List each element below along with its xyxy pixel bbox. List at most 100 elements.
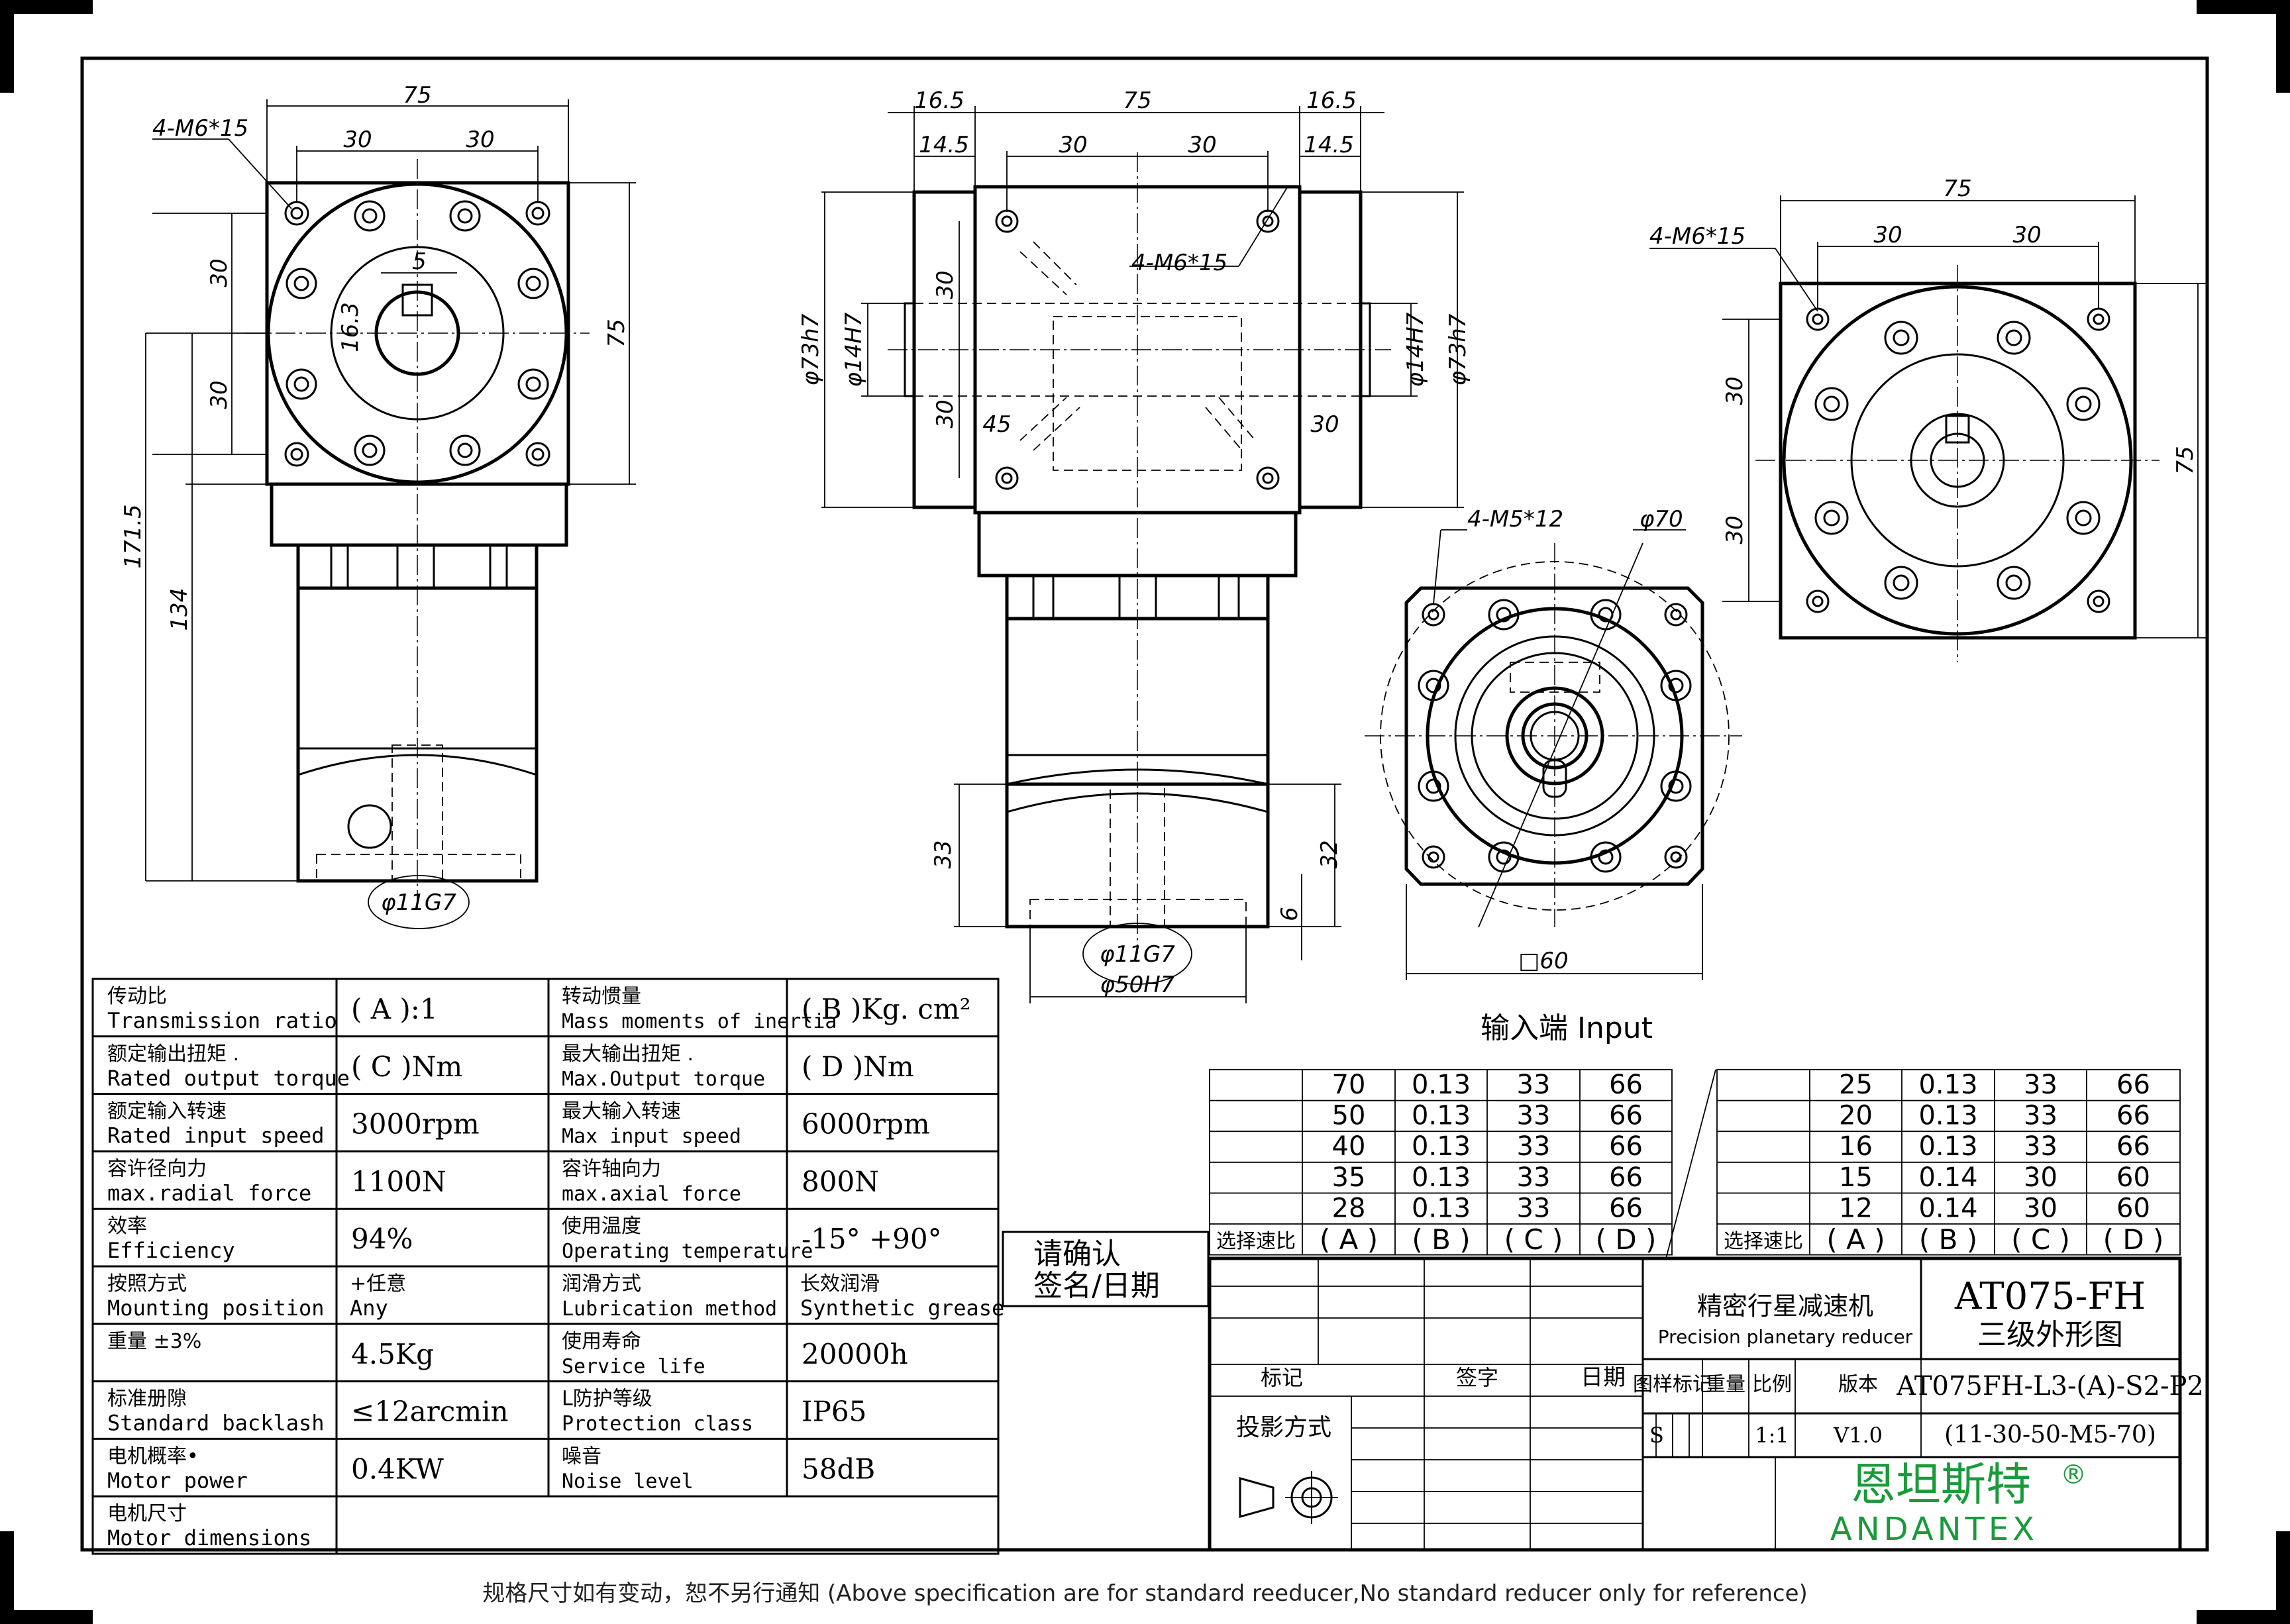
spec-value: IP65 bbox=[802, 1396, 866, 1428]
dim-side-pilot-l: φ73h7 bbox=[798, 313, 824, 385]
spec-label-cn: 额定输入转速 bbox=[107, 1100, 227, 1123]
ratio-left-cell: 33 bbox=[1517, 1070, 1551, 1100]
spec-value: ( C )Nm bbox=[351, 1050, 462, 1083]
ratio-right-cell: 0.14 bbox=[1918, 1162, 1977, 1193]
ratio-left-cell: 66 bbox=[1609, 1131, 1643, 1162]
projection-symbol-icon bbox=[1239, 1471, 1338, 1524]
ratio-left-cell: 33 bbox=[1517, 1131, 1551, 1162]
ratio-right-cell: 20 bbox=[1839, 1101, 1873, 1131]
spec-label-en: Max input speed bbox=[562, 1125, 741, 1148]
spec-label-cn: 最大输出扭矩 . bbox=[562, 1042, 694, 1066]
spec-label-en: Lubrication method bbox=[562, 1297, 777, 1321]
dim-side-half-b: 30 bbox=[1188, 132, 1216, 158]
tb-part-no: AT075FH-L3-(A)-S2-P2 bbox=[1896, 1371, 2204, 1401]
dim-right-bolts: 4-M6*15 bbox=[1649, 223, 1745, 250]
tb-product-cn: 精密行星减速机 bbox=[1697, 1292, 1873, 1321]
right-view: 75 30 30 4-M6*15 30 30 75 bbox=[1649, 176, 2206, 662]
dim-right-side-b: 30 bbox=[1722, 515, 1748, 544]
title-block: 标记 签字 日期 投影方式 精密行星减速机 Precision planetar… bbox=[1208, 1256, 2204, 1552]
spec-label-en: Mounting position bbox=[107, 1295, 325, 1321]
spec-label-cn: L防护等级 bbox=[562, 1388, 652, 1411]
dim-side-bore: φ11G7 bbox=[1100, 941, 1175, 968]
spec-label-cn: 重量 ±3% bbox=[107, 1330, 201, 1353]
spec-value: 3000rpm bbox=[351, 1108, 480, 1141]
dim-side-angle: 45 bbox=[982, 411, 1011, 438]
ratio-right-cell: 60 bbox=[2116, 1162, 2150, 1193]
spec-label-en: Motor power bbox=[107, 1468, 248, 1493]
dim-front-side-a: 30 bbox=[206, 258, 233, 287]
ratio-left-cell: 0.13 bbox=[1412, 1193, 1471, 1223]
dim-side-bolts: 4-M6*15 bbox=[1131, 250, 1227, 276]
spec-value-en: Synthetic grease bbox=[800, 1295, 1004, 1321]
spec-label-cn: 容许轴向力 bbox=[562, 1157, 661, 1180]
ratio-right-select-b: ( B ) bbox=[1919, 1223, 1977, 1256]
ratio-right-cell: 16 bbox=[1839, 1131, 1873, 1162]
ratio-left-cell: 35 bbox=[1332, 1162, 1366, 1193]
tb-h-sample: 图样标记 bbox=[1633, 1373, 1712, 1396]
dim-side-flange-l: 16.5 bbox=[914, 87, 964, 114]
ratio-right-cell: 0.13 bbox=[1918, 1101, 1977, 1131]
ratio-left-select-a: ( A ) bbox=[1320, 1223, 1378, 1256]
dim-input-bolts: 4-M5*12 bbox=[1467, 506, 1563, 533]
ratio-right-cell: 33 bbox=[2024, 1101, 2057, 1131]
spec-label-cn: 额定输出扭矩 . bbox=[107, 1042, 239, 1066]
dim-side-flange-r: 16.5 bbox=[1306, 87, 1357, 114]
dim-front-bolts: 4-M6*15 bbox=[152, 115, 248, 142]
dim-side-half-a: 30 bbox=[1059, 132, 1087, 158]
dim-right-width: 75 bbox=[1943, 176, 1971, 202]
dim-side-v-a: 30 bbox=[932, 270, 959, 299]
ratio-left-cell: 0.13 bbox=[1412, 1162, 1471, 1193]
tb-part-spec: (11-30-50-M5-70) bbox=[1944, 1421, 2156, 1448]
spec-value: 58dB bbox=[802, 1452, 875, 1485]
ratio-right-cell: 0.14 bbox=[1918, 1193, 1977, 1223]
dim-side-shaft-l: φ14H7 bbox=[841, 312, 867, 387]
tb-version: V1.0 bbox=[1833, 1423, 1883, 1448]
ratio-right-select-a: ( A ) bbox=[1826, 1223, 1885, 1256]
spec-label-en: Noise level bbox=[562, 1470, 694, 1493]
tb-h-version: 版本 bbox=[1838, 1373, 1878, 1396]
ratio-right-cell: 12 bbox=[1839, 1193, 1873, 1223]
spec-label-cn: 电机尺寸 bbox=[107, 1502, 187, 1525]
ratio-right-select-c: ( C ) bbox=[2011, 1223, 2070, 1256]
confirm-line2: 签名/日期 bbox=[1033, 1269, 1160, 1303]
dim-right-half-b: 30 bbox=[2012, 222, 2041, 248]
brand-logo-en: ANDANTEX bbox=[1830, 1511, 2038, 1548]
spec-label-en: Mass moments of inertia bbox=[562, 1010, 837, 1033]
dim-side-shaft-r: φ14H7 bbox=[1402, 312, 1429, 387]
ratio-left-cell: 0.13 bbox=[1412, 1101, 1471, 1131]
spec-label-cn: 传动比 bbox=[107, 985, 167, 1008]
tb-h-scale: 比例 bbox=[1752, 1373, 1792, 1396]
confirm-line1: 请确认 bbox=[1033, 1237, 1121, 1271]
spec-value: 4.5Kg bbox=[351, 1338, 434, 1370]
spec-label-en: Rated input speed bbox=[107, 1123, 325, 1148]
dim-side-step-r: 14.5 bbox=[1304, 132, 1354, 158]
spec-label-cn: 标准册隙 bbox=[107, 1388, 187, 1411]
dim-front-key: 5 bbox=[412, 248, 427, 275]
brand-registered-mark: ® bbox=[2060, 1460, 2087, 1490]
dim-right-height: 75 bbox=[2172, 446, 2199, 474]
dim-side-pilot-r: φ73h7 bbox=[1445, 313, 1471, 385]
spec-value: ≤12arcmin bbox=[351, 1396, 509, 1428]
tb-product-en: Precision planetary reducer bbox=[1658, 1326, 1913, 1348]
ratio-right-cell: 25 bbox=[1839, 1070, 1873, 1100]
ratio-right-cell: 66 bbox=[2116, 1101, 2150, 1131]
ratio-right-cell: 0.13 bbox=[1918, 1131, 1977, 1162]
ratio-left-cell: 0.13 bbox=[1412, 1070, 1471, 1100]
ratio-right-select-d: ( D ) bbox=[2103, 1223, 2164, 1256]
dim-front-body: 134 bbox=[166, 588, 193, 631]
spec-label-en: Rated output torque bbox=[107, 1066, 350, 1091]
spec-value: ( B )Kg. cm² bbox=[802, 993, 971, 1025]
dim-input-pcd: φ70 bbox=[1639, 506, 1683, 533]
tb-sign: 签字 bbox=[1456, 1365, 1498, 1390]
ratio-right-cell: 60 bbox=[2116, 1193, 2150, 1223]
spec-label-cn: 效率 bbox=[107, 1215, 147, 1238]
spec-value-en: Any bbox=[350, 1295, 388, 1321]
dim-side-offset: 30 bbox=[1310, 411, 1339, 438]
side-view-dimensions: 16.5 16.5 75 14.5 14.5 30 30 4-M6*15 φ73… bbox=[798, 87, 1471, 1003]
dim-input-square: □60 bbox=[1518, 948, 1568, 974]
dim-front-bore: φ11G7 bbox=[381, 889, 456, 916]
ratio-right-cell: 30 bbox=[2024, 1162, 2057, 1193]
spec-label-cn: 噪音 bbox=[562, 1445, 601, 1468]
